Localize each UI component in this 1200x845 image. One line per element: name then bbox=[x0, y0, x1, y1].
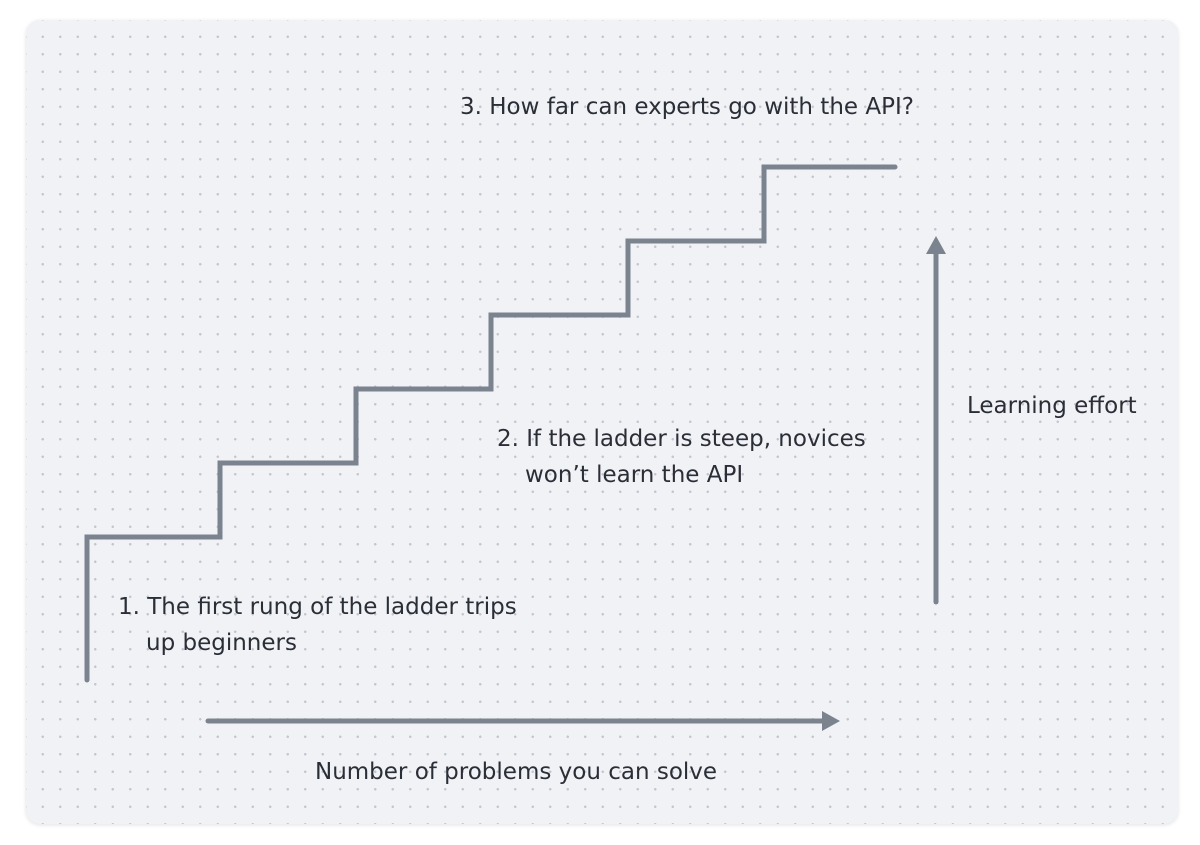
annotation-first-rung-line1: 1. The first rung of the ladder trips bbox=[118, 594, 517, 620]
x-axis-label: Number of problems you can solve bbox=[315, 759, 718, 785]
annotation-steep-ladder: 2. If the ladder is steep, novices won’t… bbox=[497, 421, 866, 493]
annotation-experts: 3. How far can experts go with the API? bbox=[460, 94, 914, 120]
annotation-steep-ladder-line1: 2. If the ladder is steep, novices bbox=[497, 426, 866, 452]
whiteboard-canvas bbox=[26, 20, 1178, 824]
annotation-steep-ladder-line2: won’t learn the API bbox=[525, 462, 744, 488]
annotation-first-rung-line2: up beginners bbox=[146, 630, 297, 656]
ladder-staircase bbox=[84, 164, 898, 683]
y-axis-arrowhead bbox=[926, 236, 946, 254]
x-axis-arrowhead bbox=[822, 711, 840, 731]
annotation-first-rung: 1. The first rung of the ladder trips up… bbox=[118, 589, 517, 661]
y-axis-label: Learning effort bbox=[967, 393, 1137, 419]
